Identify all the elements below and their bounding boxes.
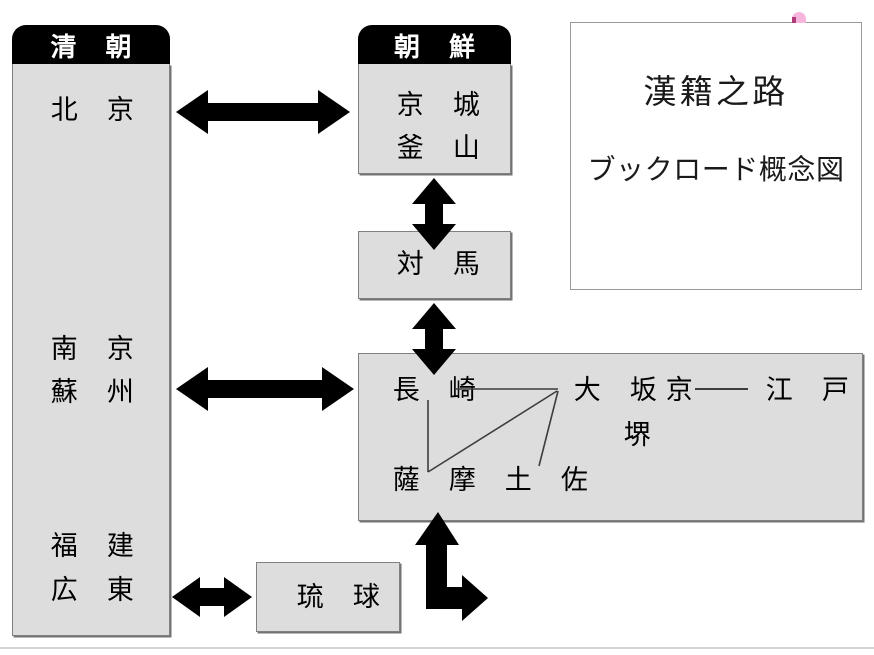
arrow-ryukyu-japan-elbow (415, 512, 488, 621)
arrow-guangdong-ryukyu (172, 577, 252, 617)
city-edo: 江 戸 (765, 375, 860, 405)
city-nagasaki: 長 崎 (392, 375, 487, 405)
qing-dynasty-box (12, 64, 170, 636)
island-tsushima: 対 馬 (396, 249, 491, 279)
city-suzhou: 蘇 州 (50, 377, 145, 407)
domain-tosa: 土 佐 (504, 465, 599, 495)
arrow-beijing-korea (176, 90, 350, 134)
title-main: 漢籍之路 (643, 75, 789, 111)
region-guangdong: 広 東 (50, 575, 145, 605)
city-nanjing: 南 京 (50, 334, 145, 364)
city-busan: 釜 山 (396, 133, 491, 163)
title-card: 漢籍之路 ブックロード概念図 (570, 22, 862, 290)
korea-header: 朝 鮮 (358, 25, 511, 65)
city-osaka: 大 坂 (573, 375, 668, 405)
city-seoul: 京 城 (396, 90, 491, 120)
city-kyoto: 京 (665, 375, 704, 405)
pink-blob-artifact (792, 12, 806, 23)
domain-satsuma: 薩 摩 (392, 465, 487, 495)
city-beijing: 北 京 (50, 95, 145, 125)
bottom-separator (0, 647, 874, 649)
qing-dynasty-header: 清 朝 (12, 25, 170, 65)
kingdom-ryukyu: 琉 球 (296, 582, 391, 612)
region-fujian: 福 建 (50, 531, 145, 561)
arrow-jiangnan-japan (176, 367, 354, 411)
city-sakai: 堺 (623, 420, 662, 450)
ryukyu-box (256, 562, 400, 632)
korea-box (358, 64, 511, 174)
title-subtitle: ブックロード概念図 (587, 154, 845, 185)
